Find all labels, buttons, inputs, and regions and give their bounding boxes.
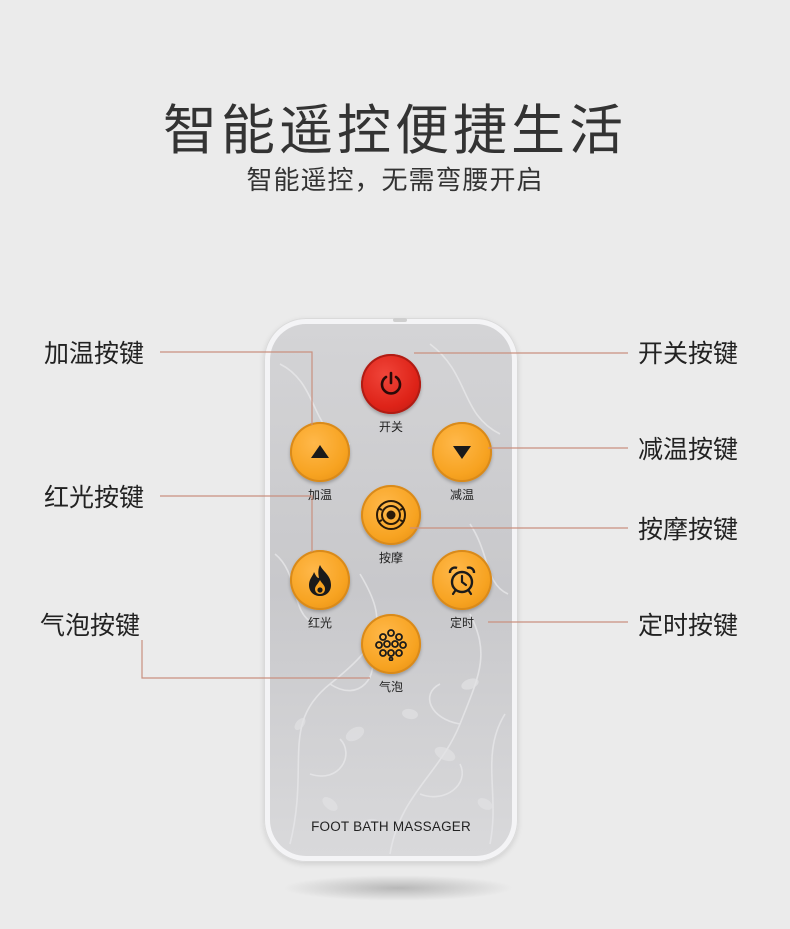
callout-timer: 定时按键 [638, 611, 739, 640]
power-button[interactable] [361, 354, 421, 414]
triangle-down-icon [453, 446, 471, 459]
massage-button-label: 按摩 [378, 551, 403, 565]
callout-power: 开关按键 [638, 339, 739, 368]
warm-up-button[interactable] [290, 422, 350, 482]
bubble-button-label: 气泡 [378, 680, 403, 694]
warm-up-button-label: 加温 [307, 488, 332, 502]
bubble-button[interactable] [361, 614, 421, 674]
callout-warm-down: 减温按键 [638, 435, 739, 464]
bubbles-icon [375, 629, 407, 661]
warm-down-button[interactable] [432, 422, 492, 482]
callout-warm-up: 加温按键 [44, 339, 145, 368]
remote-control: 开关 加温 减温 按摩 红光 [264, 318, 518, 862]
timer-button-label: 定时 [449, 616, 474, 630]
remote-shadow [282, 875, 514, 901]
timer-button[interactable] [432, 550, 492, 610]
alarm-clock-icon [448, 566, 476, 596]
massage-icon [376, 500, 406, 530]
power-button-label: 开关 [378, 420, 403, 434]
remote-brand-label: FOOT BATH MASSAGER [311, 819, 471, 834]
callout-red-light: 红光按键 [44, 483, 145, 512]
warm-down-button-label: 减温 [449, 488, 474, 502]
power-icon [380, 371, 402, 395]
ir-emitter [393, 318, 407, 322]
massage-button[interactable] [361, 485, 421, 545]
page-subtitle: 智能遥控，无需弯腰开启 [246, 166, 544, 196]
red-light-button[interactable] [290, 550, 350, 610]
red-light-button-label: 红光 [307, 616, 332, 630]
triangle-up-icon [311, 445, 329, 458]
flame-icon [309, 565, 331, 596]
page-title: 智能遥控便捷生活 [163, 99, 627, 162]
callout-massage: 按摩按键 [638, 515, 739, 544]
callout-bubble: 气泡按键 [40, 611, 141, 640]
